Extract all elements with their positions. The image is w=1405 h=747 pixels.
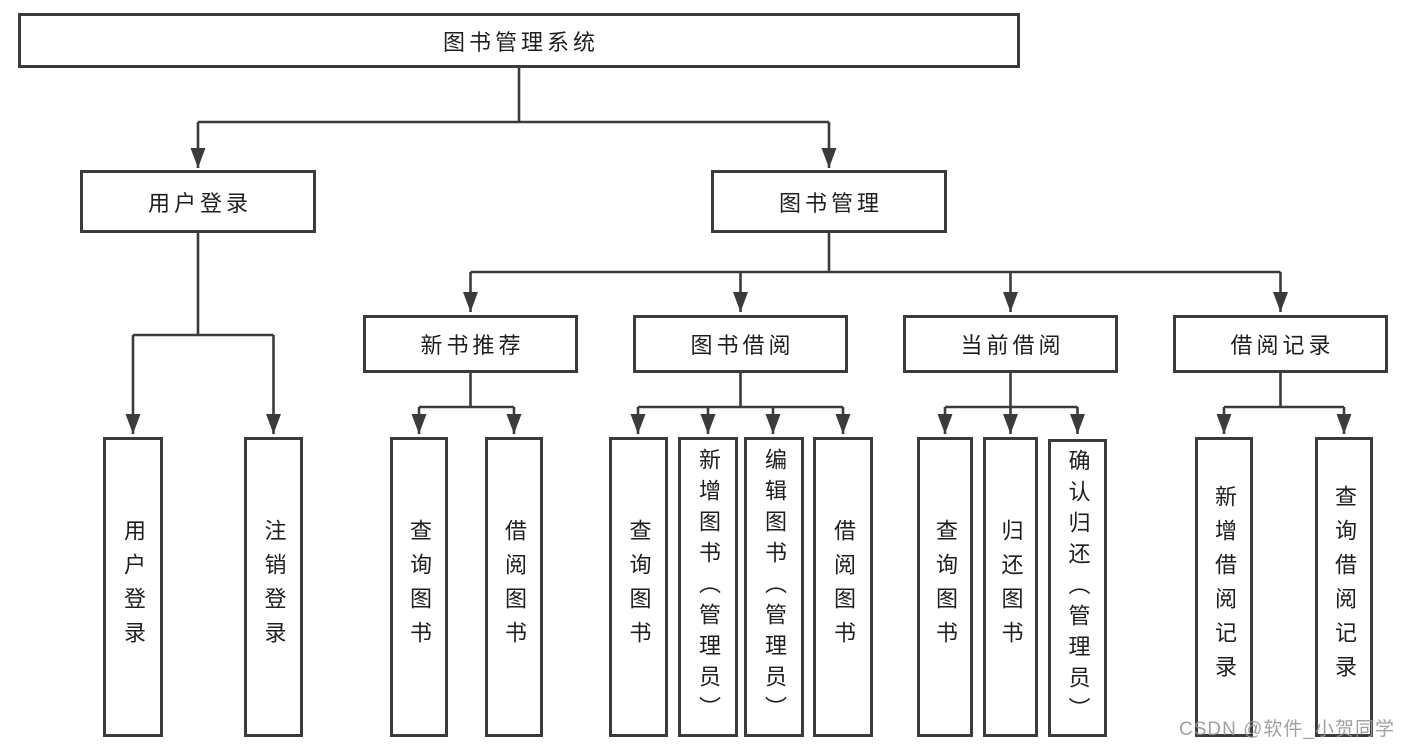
node-borrow-record: 借阅记录 [1173,315,1388,373]
node-leaf-add-books-admin: 新增图书（管理员） [678,437,738,737]
connector-book-mgmt-children [463,233,1288,312]
node-leaf-edit-books-admin: 编辑图书（管理员） [744,437,804,737]
node-leaf-query-books-2: 查询图书 [609,437,668,737]
connector-borrow-record-children [1216,373,1352,434]
node-leaf-query-borrow-record: 查询借阅记录 [1315,437,1373,737]
node-leaf-user-login: 用户登录 [103,437,163,737]
node-leaf-query-books-3: 查询图书 [917,437,973,737]
node-library-management-system: 图书管理系统 [18,13,1020,68]
node-new-book-recommend: 新书推荐 [363,315,578,373]
node-leaf-logout: 注销登录 [244,437,303,737]
node-user-login: 用户登录 [80,170,316,233]
node-leaf-query-books-1: 查询图书 [390,437,448,737]
node-leaf-confirm-return-admin: 确认归还（管理员） [1048,439,1107,737]
node-leaf-add-borrow-record: 新增借阅记录 [1195,437,1253,737]
node-book-management: 图书管理 [711,170,947,233]
node-leaf-borrow-books-2: 借阅图书 [813,437,873,737]
connector-root-to-level2 [190,68,837,168]
node-current-borrow: 当前借阅 [903,315,1118,373]
node-leaf-borrow-books-1: 借阅图书 [485,437,543,737]
csdn-watermark: CSDN @软件_小贺同学 [1179,719,1395,740]
connector-user-login-children [125,233,281,434]
node-leaf-return-books: 归还图书 [983,437,1038,737]
connector-current-borrow-children [937,373,1085,434]
connector-book-borrow-children [630,373,851,434]
connector-new-book-rec-children [411,373,522,434]
node-book-borrow: 图书借阅 [633,315,848,373]
